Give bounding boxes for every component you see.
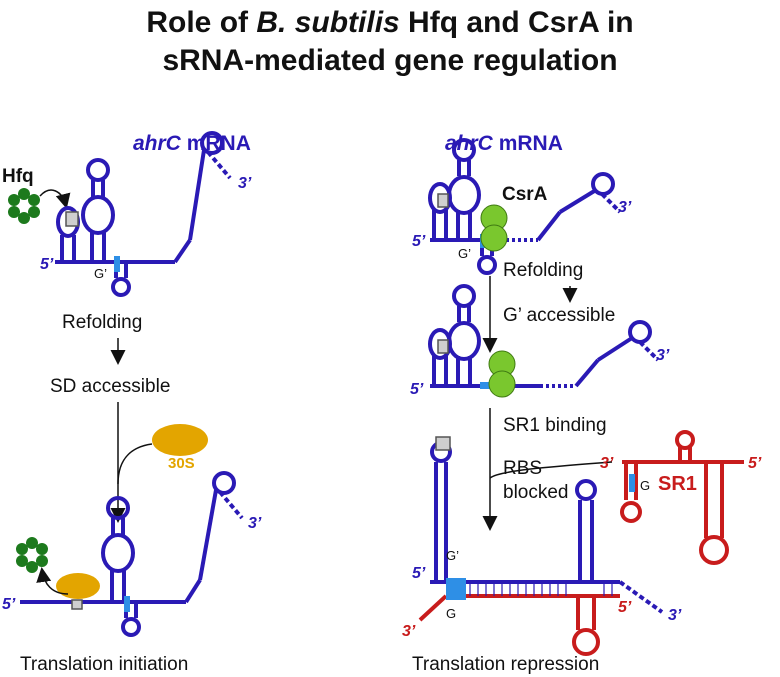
- right-duplex-tail: [618, 580, 664, 614]
- left-step-refolding: Refolding: [62, 312, 142, 333]
- right-step-refolding: Refolding: [503, 260, 583, 281]
- right-hfq-site-2: [437, 339, 449, 354]
- left-ribosome-arrow: [117, 443, 153, 485]
- left-bottom-hfq-site: [71, 599, 83, 610]
- right-csra-dimer-icon: [480, 204, 508, 252]
- left-sd-highlight: [114, 256, 120, 272]
- left-bottom-ribosome-icon: [56, 573, 100, 599]
- duplex-five-prime: 5’: [618, 599, 632, 616]
- left-step-sd-accessible: SD accessible: [50, 376, 170, 397]
- left-hfq-hexamer-icon: [8, 188, 40, 224]
- left-g-prime: G’: [94, 266, 107, 281]
- title-line-1: Role of B. subtilis Hfq and CsrA in: [146, 6, 633, 39]
- left-five-prime: 5’: [40, 256, 54, 273]
- right-three-prime-2: 3’: [656, 347, 670, 364]
- duplex-three-prime: 3’: [402, 623, 416, 640]
- duplex-placeholder: [460, 582, 620, 596]
- sr1-three-prime: 3’: [600, 455, 614, 472]
- left-caption: Translation initiation: [20, 654, 188, 675]
- left-mrna-label: ahrC mRNA: [133, 132, 251, 155]
- left-hairpin-stem: [206, 150, 232, 180]
- sr1-five-prime: 5’: [748, 455, 762, 472]
- right-caption: Translation repression: [412, 654, 599, 675]
- left-hfq-arrow: [39, 189, 71, 209]
- right-csra-dimer-icon-2: [488, 350, 516, 398]
- right-step-g-accessible: G’ accessible: [503, 305, 615, 326]
- sr1-label: SR1: [658, 473, 697, 495]
- right-hfq-site-3: [435, 436, 451, 451]
- right-hairpin-stem-2: [638, 340, 660, 362]
- title-line-2: sRNA-mediated gene regulation: [162, 44, 617, 77]
- right-csra-label: CsrA: [502, 184, 548, 205]
- left-hfq-label: Hfq: [2, 166, 34, 187]
- sr1-g-highlight: [629, 474, 635, 492]
- right-three-prime-3: 3’: [668, 607, 682, 624]
- right-step-blocked: blocked: [503, 482, 569, 503]
- duplex-g-highlight: [446, 578, 466, 600]
- left-ribosome-label: 30S: [168, 455, 195, 472]
- right-mrna-structure-3: [430, 441, 620, 584]
- left-bottom-five-prime: 5’: [2, 596, 16, 613]
- left-three-prime: 3’: [238, 175, 252, 192]
- right-step-sr1-binding: SR1 binding: [503, 415, 607, 436]
- left-ribosome-30s-icon: [152, 424, 208, 456]
- left-bottom-sd-highlight: [124, 596, 130, 612]
- right-hfq-site-1: [437, 193, 449, 208]
- duplex-base-pairs: [469, 582, 613, 596]
- duplex-g-label: G: [446, 606, 456, 621]
- right-mrna-label: ahrC mRNA: [445, 132, 563, 155]
- right-hairpin-stem-1: [600, 192, 622, 214]
- right-sd-highlight-2: [480, 382, 492, 389]
- right-g-prime-1: G’: [458, 246, 471, 261]
- sr1-g-label: G: [640, 478, 650, 493]
- right-three-prime-1: 3’: [618, 199, 632, 216]
- left-bottom-hairpin-stem: [218, 490, 244, 520]
- right-mrna-structure-2: [428, 284, 652, 388]
- right-five-prime-1: 5’: [412, 233, 426, 250]
- left-bottom-three-prime: 3’: [248, 515, 262, 532]
- sr1-structure: [620, 430, 744, 565]
- left-mrna-structure: [55, 131, 224, 297]
- right-mrna-structure-1: [428, 138, 615, 275]
- right-five-prime-2: 5’: [410, 381, 424, 398]
- sr1-duplex-strand: [418, 594, 620, 656]
- left-hfq-release-arrow: [36, 567, 69, 595]
- left-bottom-hfq-hexamer-icon: [16, 537, 48, 573]
- right-five-prime-3: 5’: [412, 565, 426, 582]
- right-sr1-arrow: [489, 461, 613, 479]
- right-step-rbs: RBS: [503, 458, 542, 479]
- right-g-prime-3: G’: [446, 548, 459, 563]
